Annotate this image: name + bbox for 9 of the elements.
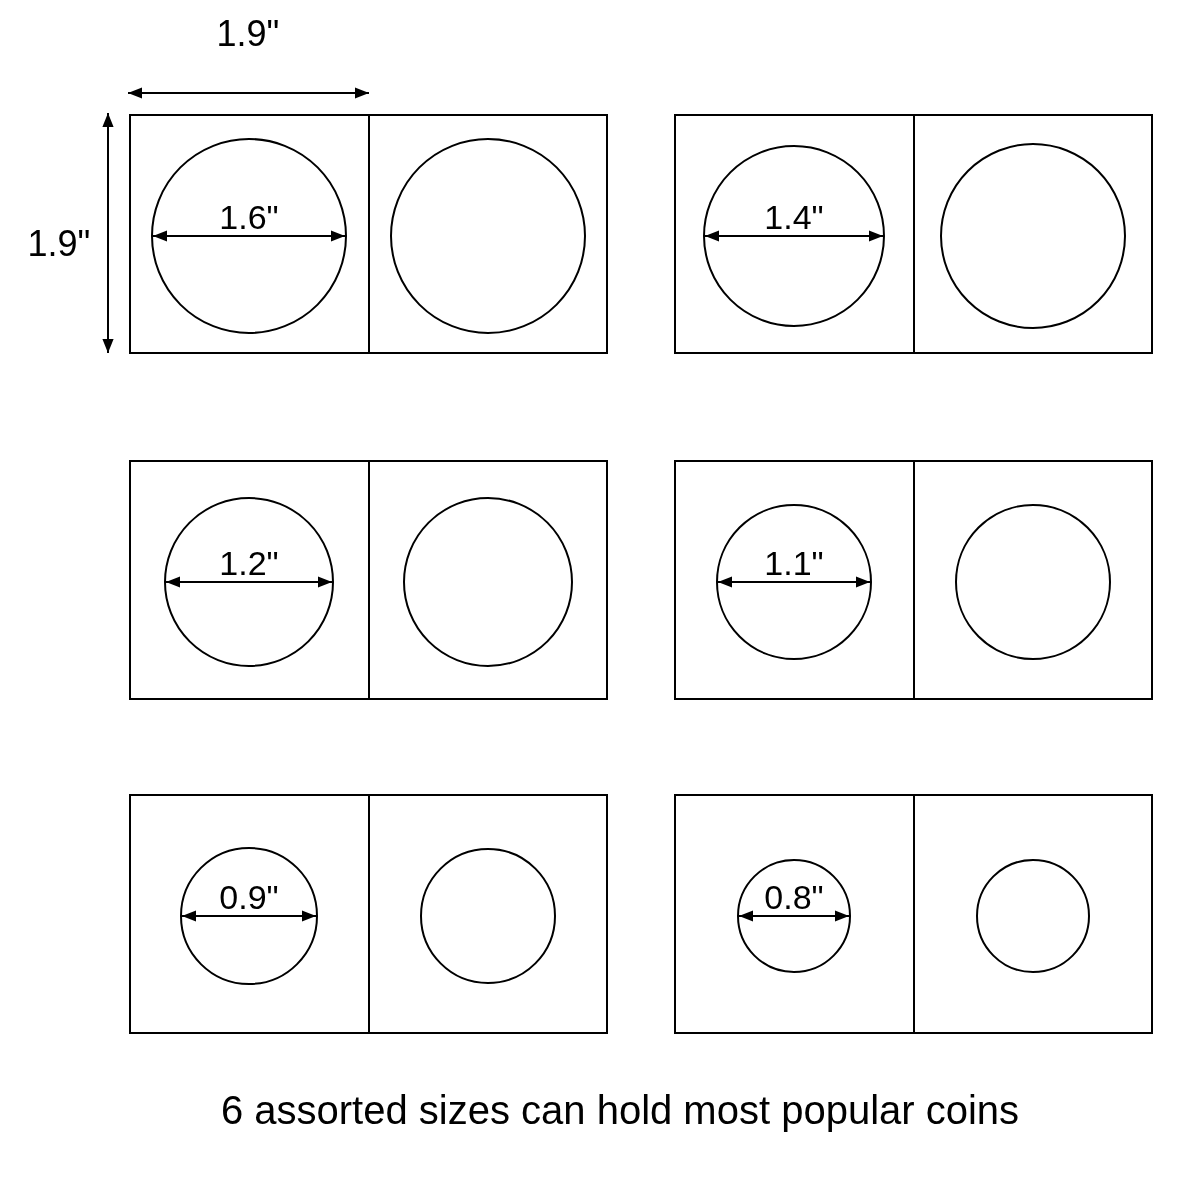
caption: 6 assorted sizes can hold most popular coins: [219, 1090, 1021, 1130]
dimension-label: 1.9": [215, 16, 281, 52]
dimension-label: 1.4": [763, 200, 825, 234]
dimension-label: 1.9": [26, 226, 92, 262]
dimension-label: 1.2": [218, 546, 280, 580]
dimension-label: 1.1": [763, 546, 825, 580]
dimension-label: 1.6": [218, 200, 280, 234]
dimension-label: 0.8": [763, 880, 825, 914]
dimension-label: 0.9": [218, 880, 280, 914]
